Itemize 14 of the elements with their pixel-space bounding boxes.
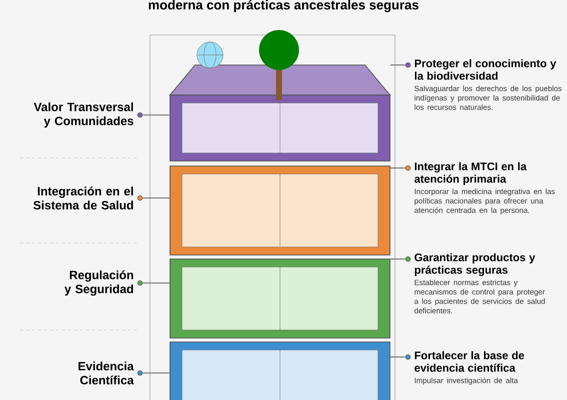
leader-line — [142, 114, 170, 116]
section-label: Valor Transversal y Comunidades — [34, 102, 143, 128]
leader-line — [142, 372, 170, 374]
section-label: Regulación y Seguridad — [64, 270, 143, 296]
layer-block — [170, 258, 390, 338]
section-label: Integración en el Sistema de Salud — [33, 186, 143, 210]
leader-line — [390, 258, 406, 260]
leader-line — [390, 356, 406, 358]
leader-line — [390, 64, 406, 66]
title: moderna con prácticas ancestrales seguras — [148, 0, 418, 12]
leader-line — [142, 282, 170, 284]
layer-block — [170, 342, 390, 400]
section-label: Evidencia Científica — [78, 362, 143, 384]
layer-block — [170, 166, 390, 256]
